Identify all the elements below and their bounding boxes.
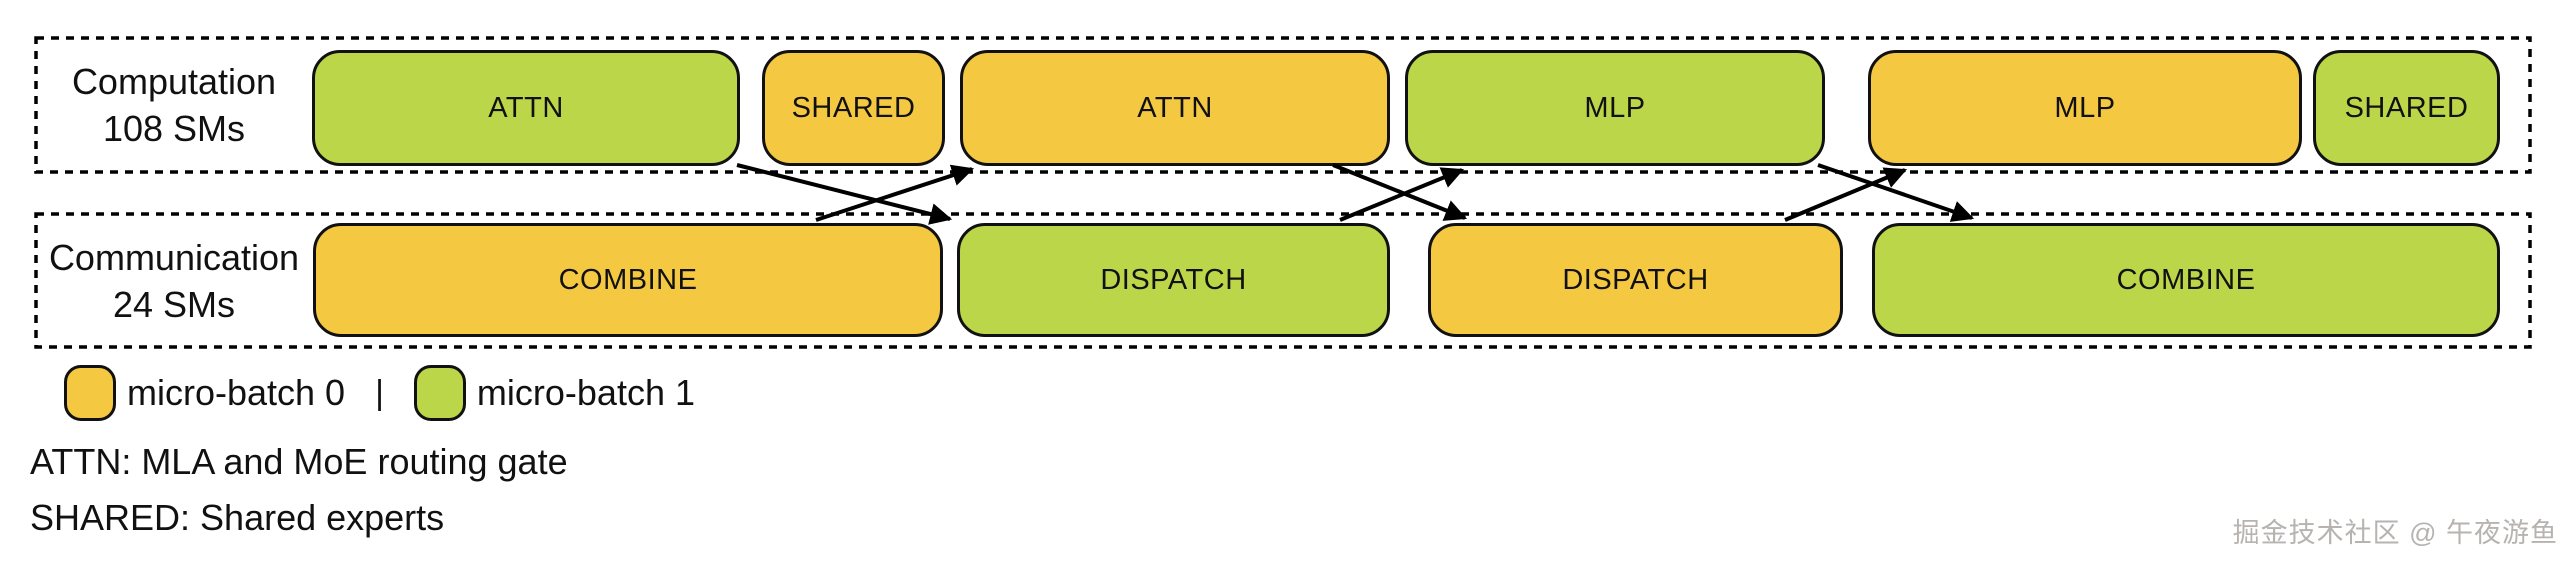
communication-lane-sms: 24 SMs <box>112 283 236 325</box>
note-attn-definition: ATTN: MLA and MoE routing gate <box>30 441 568 482</box>
communication-block-dispatch-mb0: DISPATCH <box>1428 223 1843 337</box>
communication-lane-title: Communication <box>48 236 300 278</box>
legend-label-micro-batch-0: micro-batch 0 <box>127 372 346 413</box>
computation-lane-sms: 108 SMs <box>102 108 246 149</box>
block-label: DISPATCH <box>1562 263 1709 296</box>
block-label: ATTN <box>488 91 564 124</box>
block-label: MLP <box>2054 91 2116 124</box>
legend-label-micro-batch-1: micro-batch 1 <box>476 372 695 413</box>
communication-block-combine-mb0: COMBINE <box>313 223 943 337</box>
computation-block-attn-mb0: ATTN <box>960 50 1390 166</box>
communication-lane-label: Communication 24 SMs <box>36 214 312 347</box>
block-label: MLP <box>1584 91 1646 124</box>
arrow-dispatch-mb0-to-mlp-mb0 <box>1784 167 1908 222</box>
communication-block-combine-mb1: COMBINE <box>1872 223 2500 337</box>
arrow-combine-mb0-to-attn-mb0 <box>815 164 975 222</box>
legend-swatch-micro-batch-1 <box>413 365 466 421</box>
arrow-dispatch-mb1-to-mlp-mb1 <box>1339 167 1465 222</box>
communication-block-dispatch-mb1: DISPATCH <box>957 223 1390 337</box>
note-shared-definition: SHARED: Shared experts <box>30 497 445 538</box>
computation-block-attn-mb1: ATTN <box>312 50 740 166</box>
computation-lane-label: Computation 108 SMs <box>36 38 312 172</box>
computation-block-mlp-mb1: MLP <box>1405 50 1825 166</box>
arrow-attn-mb1-to-dispatch-mb1 <box>736 163 953 225</box>
computation-block-shared-mb1: SHARED <box>2313 50 2500 166</box>
computation-block-mlp-mb0: MLP <box>1868 50 2302 166</box>
legend-separator: | <box>375 373 384 412</box>
block-label: COMBINE <box>2116 263 2256 296</box>
computation-block-shared-mb0: SHARED <box>762 50 945 166</box>
block-label: COMBINE <box>558 263 698 296</box>
block-label: ATTN <box>1137 91 1213 124</box>
watermark-text: 掘金技术社区 @ 午夜游鱼 <box>2232 518 2558 548</box>
block-label: SHARED <box>2344 91 2469 124</box>
block-label: SHARED <box>791 91 916 124</box>
legend-swatch-micro-batch-0 <box>64 365 116 421</box>
arrow-attn-mb0-to-dispatch-mb0 <box>1332 163 1468 221</box>
arrow-mlp-mb1-to-combine-mb1 <box>1817 163 1975 222</box>
block-label: DISPATCH <box>1100 263 1247 296</box>
computation-lane-title: Computation <box>71 61 277 102</box>
legend: micro-batch 0 | micro-batch 1 <box>64 363 695 423</box>
